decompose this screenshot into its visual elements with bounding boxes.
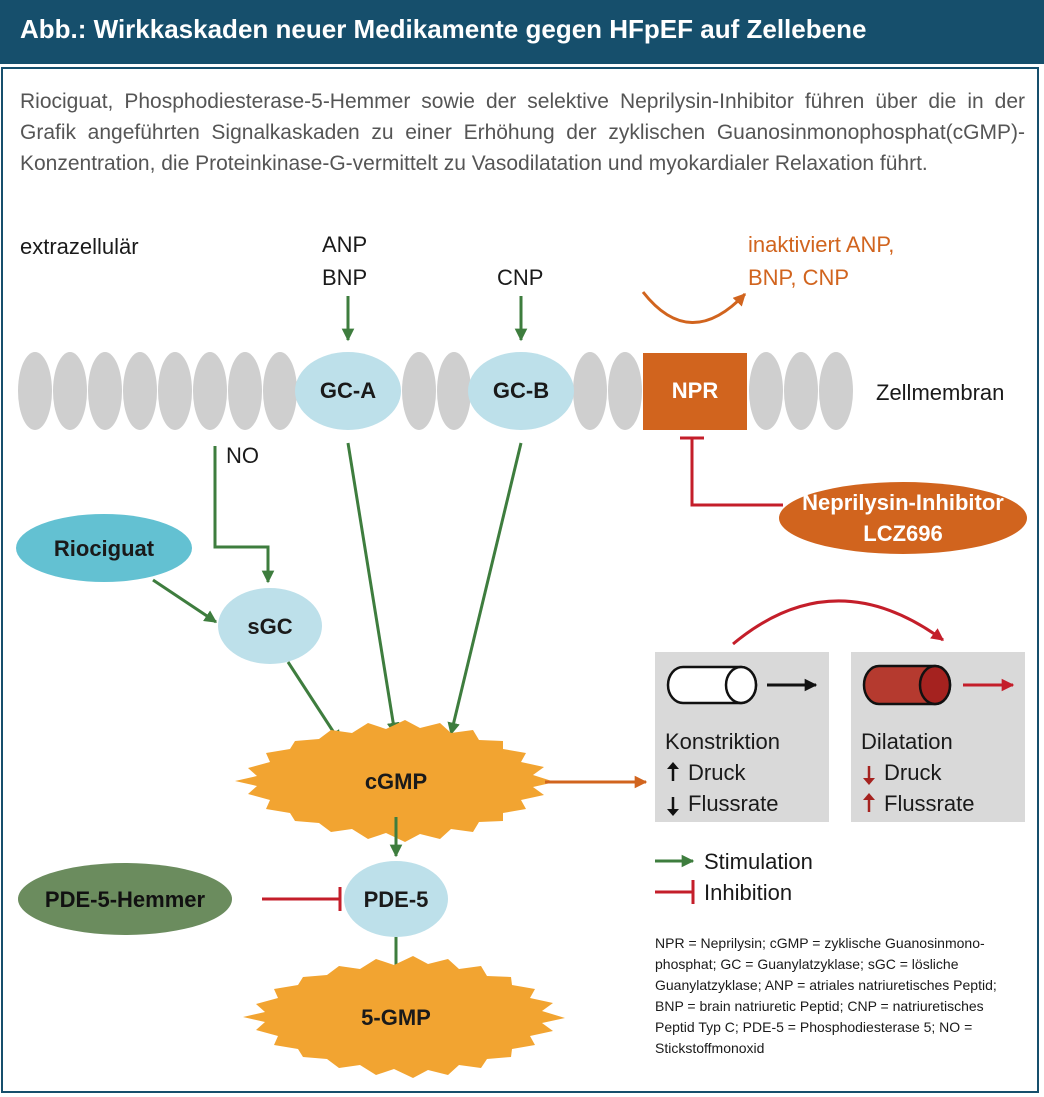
constricted-vessel-icon (666, 665, 818, 705)
figure-frame (1, 67, 1039, 1093)
riociguat-label: Riociguat (53, 536, 155, 561)
5gmp-burst (243, 956, 565, 1078)
sgc-node (218, 588, 322, 664)
pde5-hemmer-label: PDE-5-Hemmer (44, 887, 206, 912)
arrow-npr-inactivation (641, 291, 747, 324)
cnp-label: CNP (497, 265, 544, 290)
intro-text: Riociguat, Phosphodiesterase-5-Hemmer so… (20, 90, 1025, 175)
riociguat-node (16, 514, 192, 582)
arrow-gca-to-cgmp (346, 442, 400, 736)
anp-label: ANP (322, 232, 368, 257)
neprilysin-inhibitor-label: Neprilysin-Inhibitor (802, 490, 1004, 515)
gc-b-label: GC-B (492, 378, 550, 403)
arrow-riociguat-to-sgc (152, 578, 218, 624)
dilatation-title: Dilatation (861, 729, 953, 754)
arrow-sgc-to-cgmp (286, 661, 342, 744)
cgmp-label: cGMP (364, 769, 428, 794)
dilatation-druck: Druck (884, 760, 942, 785)
gc-a-node (295, 352, 401, 430)
arrow-up-icon (863, 793, 875, 812)
zellmembran-label: Zellmembran (876, 380, 1005, 405)
arrow-up-icon (667, 762, 679, 781)
figure-header: Abb.: Wirkkaskaden neuer Medikamente geg… (0, 0, 1044, 64)
pde5-label: PDE-5 (363, 887, 429, 912)
pde5-node (344, 861, 448, 937)
legend-inhibition-label: Inhibition (704, 880, 793, 905)
arrow-konstriktion-to-dilatation (732, 599, 945, 646)
abbreviations-footnote: NPR = Neprilysin; cGMP = zyklische Guano… (655, 935, 997, 1056)
bnp-label: BNP (322, 265, 368, 290)
gc-b-node (468, 352, 574, 430)
5gmp-label: 5-GMP (361, 1005, 431, 1030)
inaktiviert-label-line1: inaktiviert ANP, (748, 232, 895, 257)
arrow-gcb-to-cgmp (447, 442, 523, 736)
lcz696-label: LCZ696 (863, 521, 943, 546)
figure-title: Abb.: Wirkkaskaden neuer Medikamente geg… (20, 14, 867, 44)
konstriktion-druck: Druck (688, 760, 746, 785)
sgc-label: sGC (247, 614, 293, 639)
no-label: NO (226, 443, 259, 468)
konstriktion-flussrate: Flussrate (688, 791, 779, 816)
cgmp-burst (235, 720, 555, 842)
gc-a-label: GC-A (319, 378, 377, 403)
legend-stimulation-label: Stimulation (704, 849, 813, 874)
arrow-down-icon (667, 797, 679, 816)
neprilysin-inhibitor-node (779, 482, 1027, 554)
arrow-no-to-sgc (213, 446, 275, 584)
cell-membrane (18, 352, 853, 430)
npr-node (643, 353, 747, 430)
extrazellular-label: extrazellulär (20, 234, 139, 259)
konstriktion-title: Konstriktion (665, 729, 780, 754)
dilatation-flussrate: Flussrate (884, 791, 975, 816)
inaktiviert-label-line2: BNP, CNP (748, 265, 850, 290)
npr-label: NPR (671, 378, 719, 403)
inhibition-neprilysin-to-npr (690, 438, 783, 507)
pde5-hemmer-node (18, 863, 232, 935)
dilated-vessel-icon (862, 664, 1015, 706)
legend-inhibition-line (655, 880, 695, 904)
arrow-down-icon (863, 766, 875, 785)
